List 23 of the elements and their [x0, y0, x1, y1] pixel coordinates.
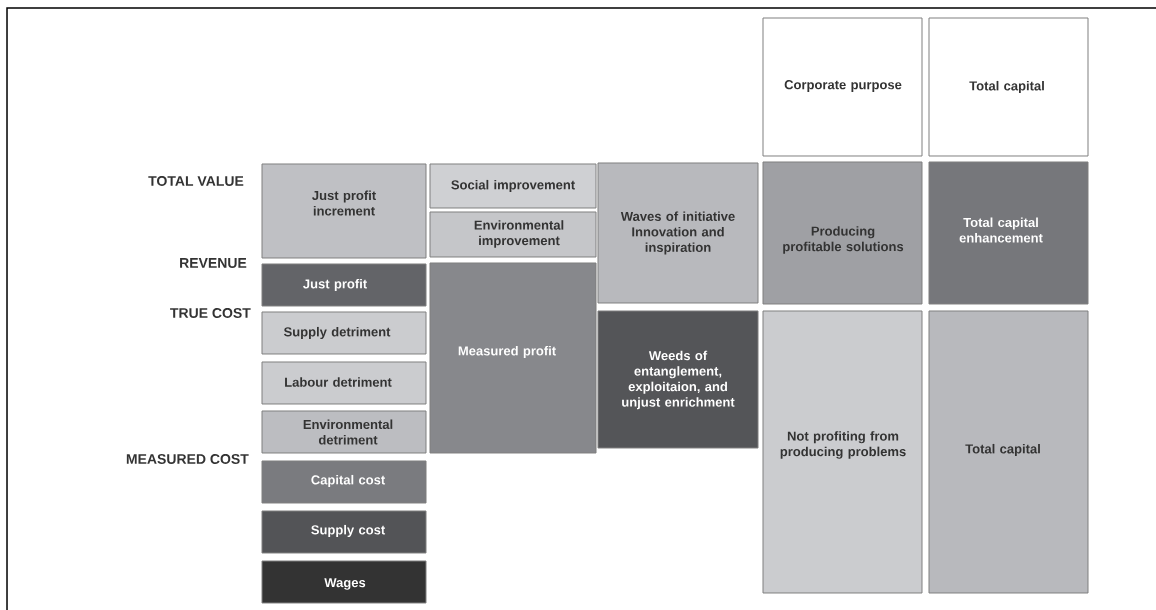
text-box: Labour detriment: [261, 361, 427, 405]
text-box: Capital cost: [261, 460, 427, 504]
text-box: Total capital: [928, 17, 1089, 157]
text-box: Waves of initiative Innovation and inspiration: [597, 162, 759, 304]
text-box: Weeds of entanglement, exploitaion, and unjust enrichment: [597, 310, 759, 449]
text-box: Measured profit: [429, 262, 597, 454]
text-box: Producing profitable solutions: [762, 161, 923, 305]
text-box: Environmental detriment: [261, 410, 427, 454]
text-box: Just profit: [261, 263, 427, 307]
text-box: Corporate purpose: [762, 17, 923, 157]
text-box: Total capital: [928, 310, 1089, 594]
text-box: Not profiting from producing problems: [762, 310, 923, 594]
text-box: Just profit increment: [261, 163, 427, 259]
row-label: TRUE COST: [170, 308, 251, 318]
text-box: Supply cost: [261, 510, 427, 554]
row-label: REVENUE: [180, 258, 247, 268]
row-label: MEASURED COST: [126, 454, 249, 464]
text-box: Environmental improvement: [429, 211, 597, 258]
text-box: Wages: [261, 560, 427, 604]
text-box: Social improvement: [429, 163, 597, 209]
text-box: Total capital enhancement: [928, 161, 1089, 305]
text-box: Supply detriment: [261, 311, 427, 355]
row-label: TOTAL VALUE: [148, 176, 244, 186]
